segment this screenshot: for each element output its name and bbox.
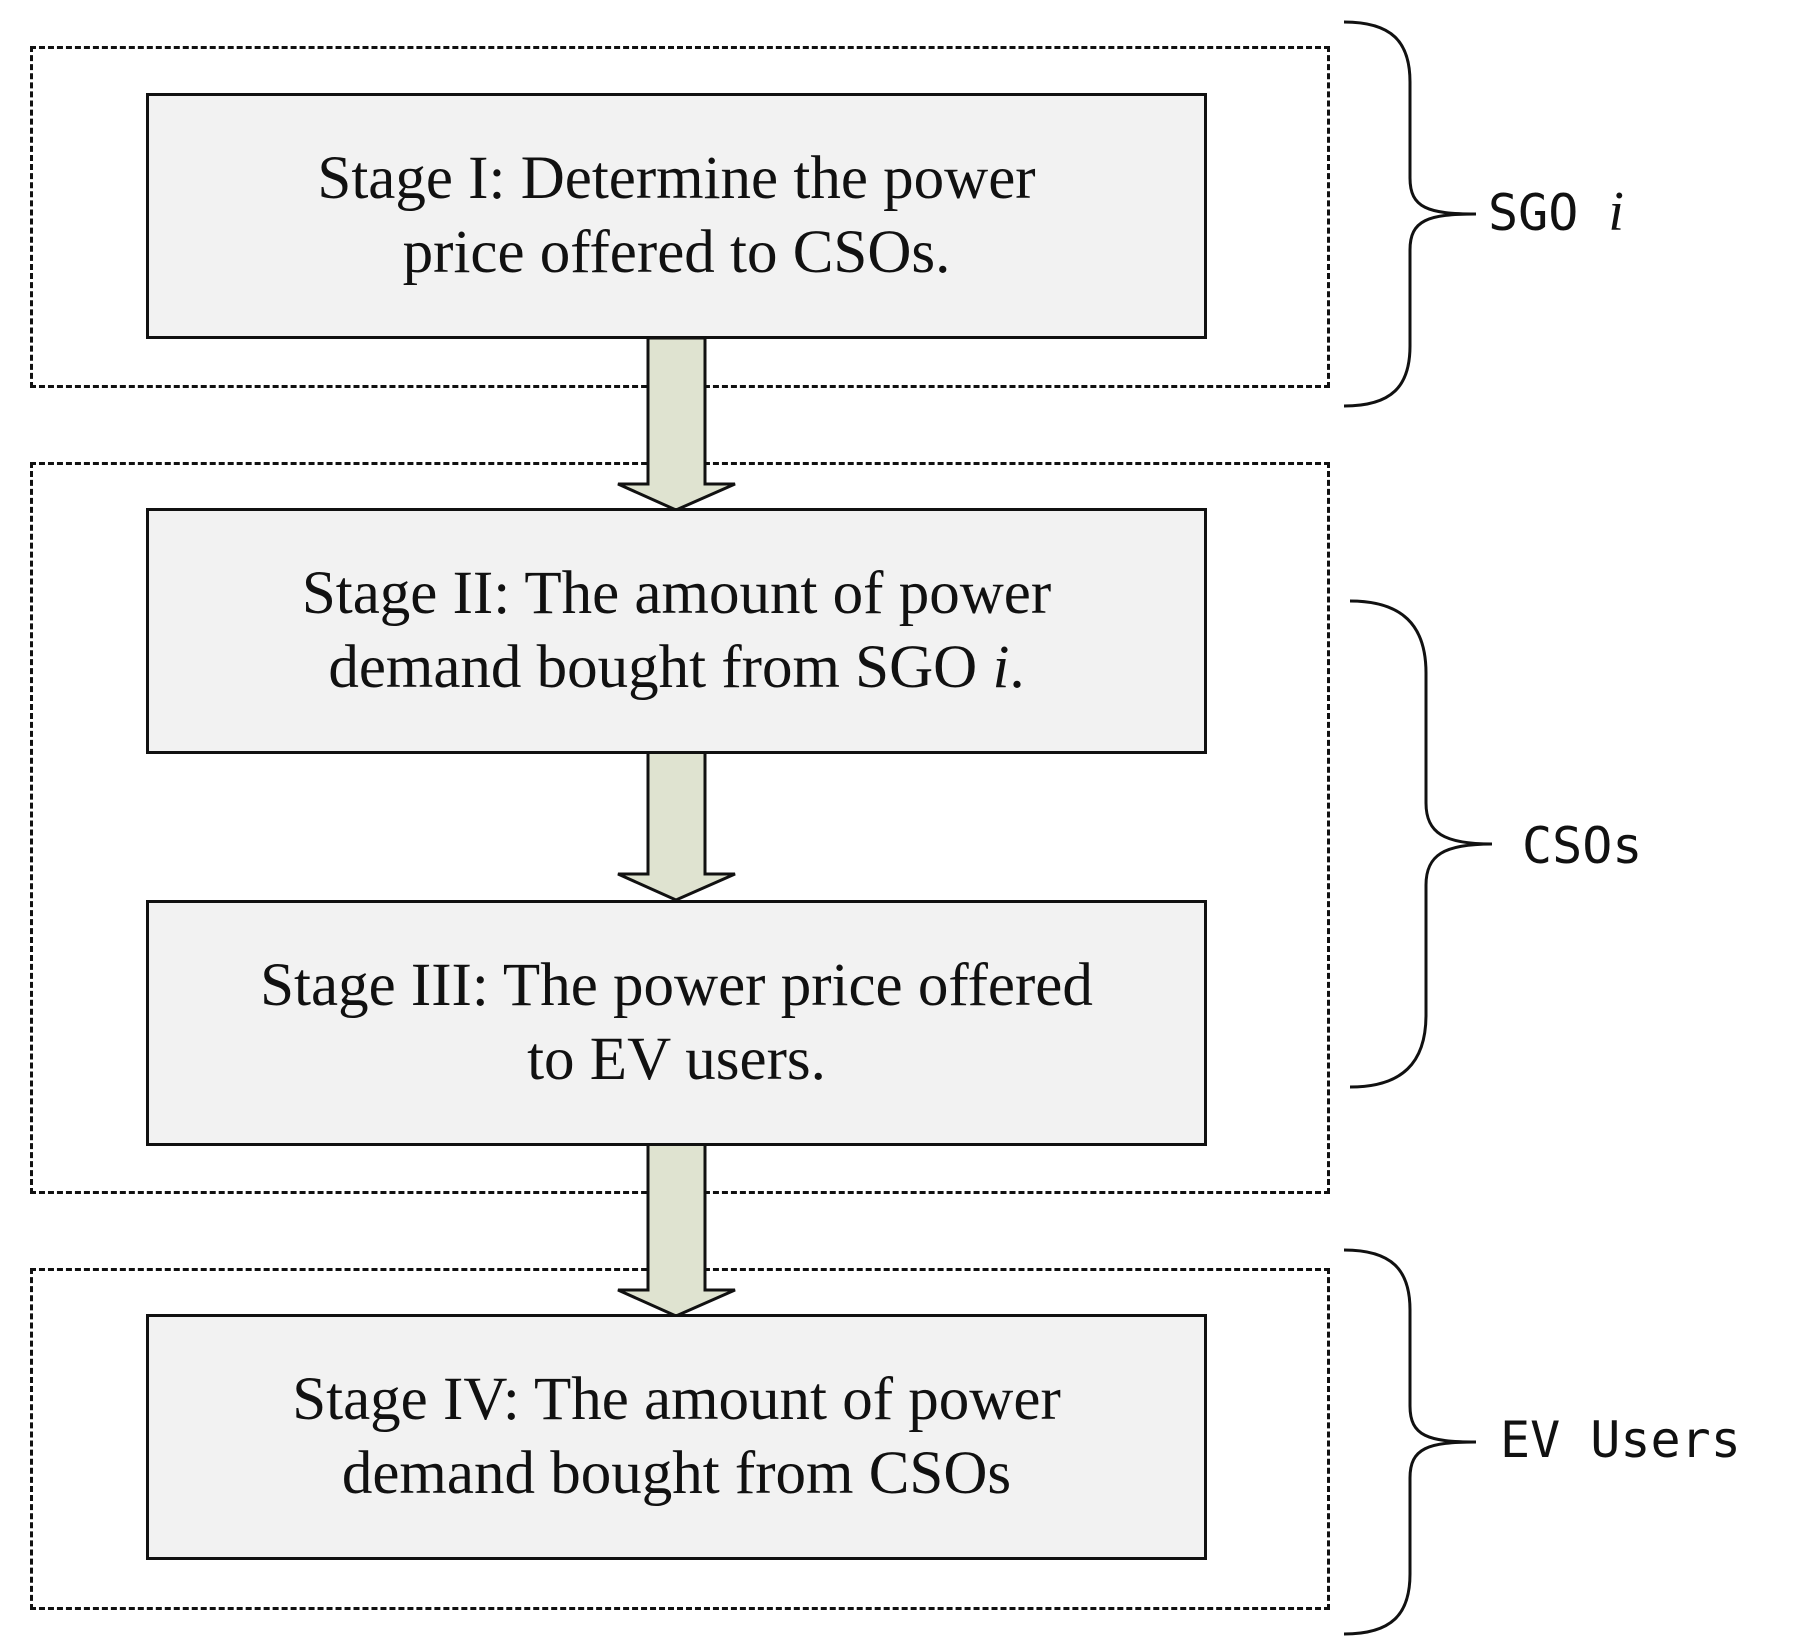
arrow-stage1-to-stage2	[617, 336, 736, 512]
stage-1-line-1: Stage I: Determine the power	[317, 145, 1036, 212]
arrow-stage2-to-stage3	[617, 750, 736, 902]
arrow-shape	[617, 750, 736, 902]
group-label-sgo-text: SGO	[1488, 184, 1609, 242]
group-label-ev-users: EV Users	[1500, 1411, 1741, 1469]
stage-2-line-1: Stage II: The amount of power	[301, 560, 1052, 627]
stage-3-line-1: Stage III: The power price offered	[260, 952, 1093, 1019]
group-label-sgo-italic: i	[1608, 181, 1624, 243]
brace-sgo	[1343, 20, 1477, 408]
arrow-stage3-to-stage4	[617, 1142, 736, 1318]
stage-2-line-2-text: demand bought from SGO	[328, 634, 993, 701]
group-label-csos: CSOs	[1522, 817, 1643, 875]
stage-4-box: Stage IV: The amount of power demand bou…	[146, 1314, 1207, 1560]
stage-3-box: Stage III: The power price offered to EV…	[146, 900, 1207, 1146]
stage-2-line-2-italic: i	[992, 634, 1010, 701]
arrow-shape	[617, 1142, 736, 1318]
stage-1-box: Stage I: Determine the power price offer…	[146, 93, 1207, 339]
brace-csos	[1349, 599, 1493, 1089]
brace-ev-users	[1343, 1248, 1477, 1636]
stage-2-box: Stage II: The amount of power demand bou…	[146, 508, 1207, 754]
stage-4-line-2: demand bought from CSOs	[341, 1440, 1012, 1507]
stage-4-line-1: Stage IV: The amount of power	[292, 1366, 1061, 1433]
arrow-shape	[617, 336, 736, 512]
stage-2-line-2-suffix: .	[1009, 634, 1025, 701]
stage-2-line-2: demand bought from SGO i.	[328, 631, 1024, 705]
stage-1-line-2: price offered to CSOs.	[402, 219, 951, 286]
group-label-sgo: SGO i	[1488, 182, 1624, 243]
stage-3-line-2: to EV users.	[527, 1026, 826, 1093]
